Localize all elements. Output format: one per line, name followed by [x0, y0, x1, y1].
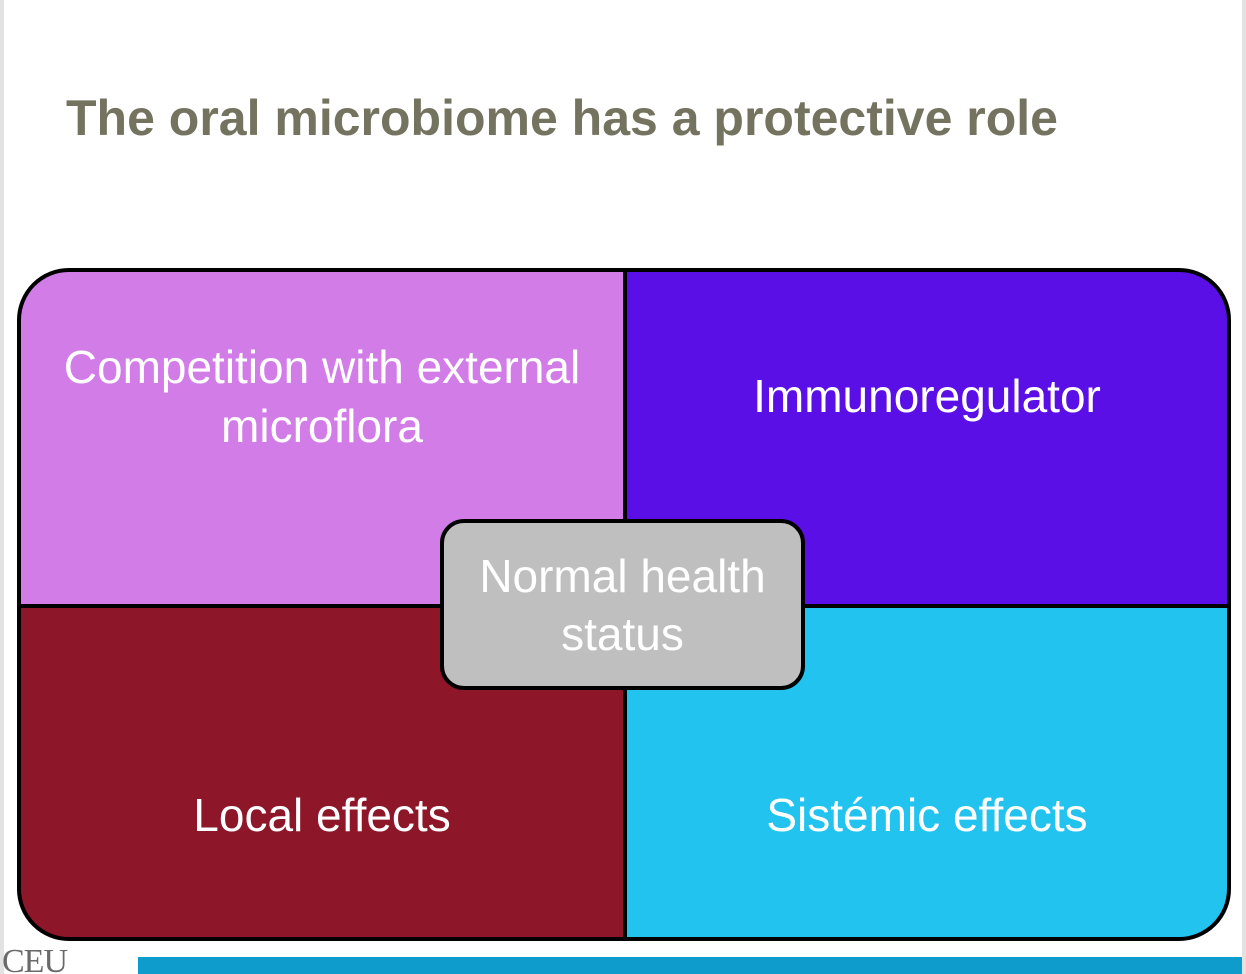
center-node-label: Normal health status: [479, 549, 766, 660]
quadrant-bottom-right-label: Sistémic effects: [766, 789, 1088, 841]
quadrant-top-right: Immunoregulator: [627, 272, 1227, 604]
footer-bar: [138, 957, 1242, 974]
quadrant-top-left-label: Competition with external microflora: [63, 341, 581, 452]
quadrant-top-right-label: Immunoregulator: [753, 370, 1101, 422]
slide-left-edge: [0, 0, 4, 974]
quadrant-bottom-left-label: Local effects: [193, 789, 451, 841]
slide-title: The oral microbiome has a protective rol…: [66, 90, 1058, 146]
ceu-logo: CEU: [2, 943, 68, 974]
quadrant-matrix: Competition with external microflora Imm…: [17, 268, 1231, 941]
slide-right-edge: [1242, 0, 1246, 974]
center-node: Normal health status: [440, 519, 805, 690]
quadrant-top-left: Competition with external microflora: [21, 272, 623, 604]
